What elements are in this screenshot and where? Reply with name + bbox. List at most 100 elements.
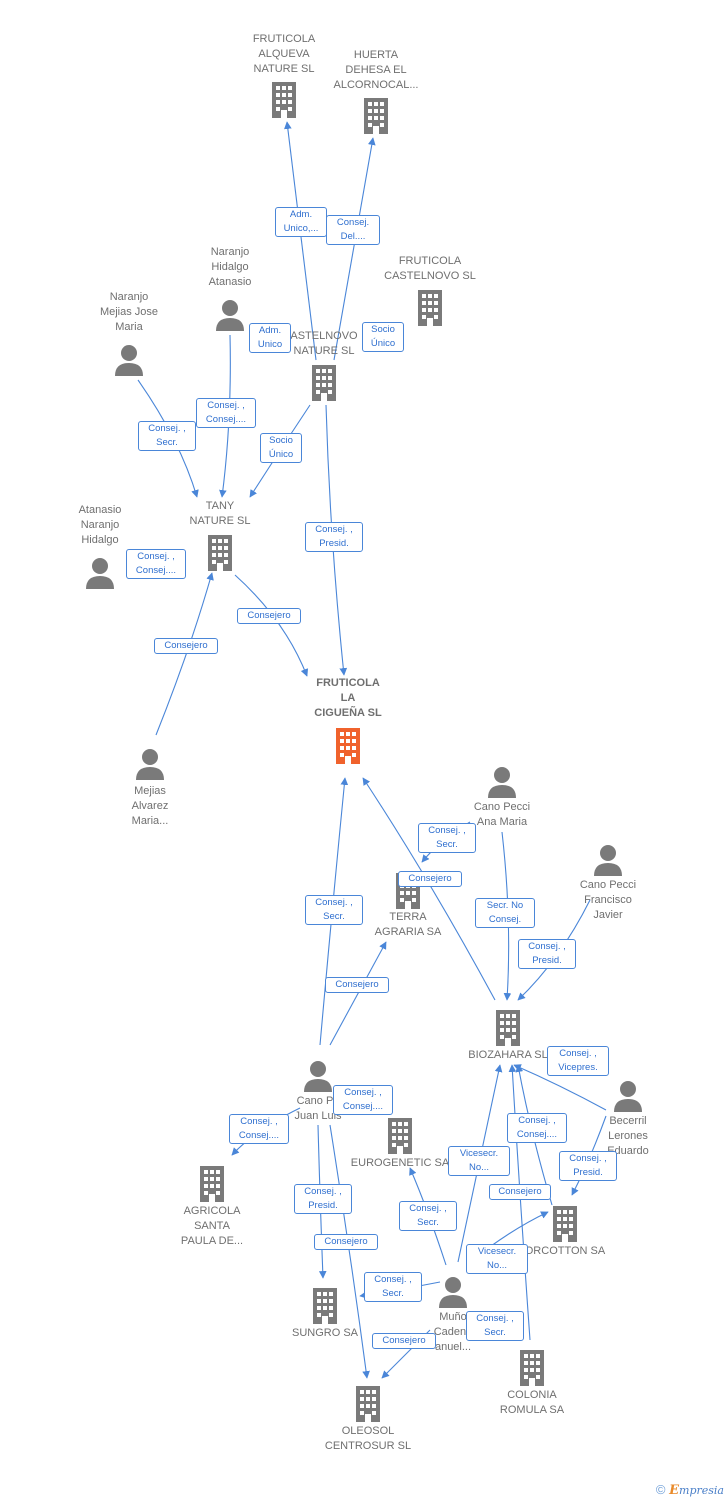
building-icon (553, 1206, 577, 1242)
edge-label-consej-secr-ana[interactable]: Consej. , Secr. (418, 823, 476, 853)
building-icon (364, 98, 388, 134)
node-colonia-romula[interactable]: COLONIA ROMULA SA (487, 1350, 577, 1420)
edge-tany-ciguena (234, 574, 309, 677)
node-corcotton[interactable]: ORCOTTON SA (515, 1206, 615, 1262)
node-castelnovo-nature[interactable]: ASTELNOVO NATURE SL (279, 329, 369, 401)
edge-label-consejero-corcotton[interactable]: Consejero (489, 1184, 551, 1200)
node-tany-nature[interactable]: TANY NATURE SL (175, 499, 265, 571)
building-icon (313, 1288, 337, 1324)
building-icon (200, 1166, 224, 1202)
node-cano-pecci-ana[interactable]: Cano Pecci Ana Maria (457, 766, 547, 832)
building-icon (356, 1386, 380, 1422)
person-icon (488, 767, 516, 798)
edge-label-vicesecr-no-2[interactable]: Vicesecr. No... (466, 1244, 528, 1274)
node-huerta-dehesa[interactable]: HUERTA DEHESA EL ALCORNOCAL... (321, 48, 431, 138)
edge-label-vicesecr-no[interactable]: Vicesecr. No... (448, 1146, 510, 1176)
edge-label-consej-presid-juan-sungro[interactable]: Consej. , Presid. (294, 1184, 352, 1214)
node-label: ASTELNOVO NATURE SL (290, 330, 358, 357)
node-label: Cano Pecci Francisco Javier (579, 879, 637, 921)
node-biozahara[interactable]: BIOZAHARA SL (458, 1010, 558, 1066)
node-label: BIOZAHARA SL (468, 1049, 548, 1061)
edge-label-consej-consej-juan-agricola[interactable]: Consej. , Consej.... (229, 1114, 289, 1144)
edge-label-consejero-juan-terra[interactable]: Consejero (325, 977, 389, 993)
edge-label-consej-presid[interactable]: Consej. , Presid. (305, 522, 363, 552)
edge-label-socio-unico-2[interactable]: Socio Único (260, 433, 302, 463)
edge-castelnovo-alqueva (284, 121, 317, 361)
person-icon (115, 345, 143, 376)
person-icon (216, 300, 244, 331)
building-icon (520, 1350, 544, 1386)
edge-label-consej-consej-2[interactable]: Consej. , Consej.... (126, 549, 186, 579)
node-naranjo-hidalgo-atanasio[interactable]: Naranjo Hidalgo Atanasio (185, 245, 275, 335)
node-atanasio-naranjo-hidalgo[interactable]: Atanasio Naranjo Hidalgo (60, 503, 140, 589)
node-label: Naranjo Hidalgo Atanasio (208, 246, 252, 288)
building-icon (272, 82, 296, 118)
edge-label-consej-vicepres[interactable]: Consej. , Vicepres. (547, 1046, 609, 1076)
edge-juan-oleosol (329, 1124, 370, 1379)
node-cano-pecci-juan[interactable]: Cano Pe Juan Luis (278, 1060, 358, 1126)
building-icon (336, 728, 360, 764)
node-label: EUROGENETIC SA (350, 1157, 450, 1169)
edge-label-consej-presid-francisco[interactable]: Consej. , Presid. (518, 939, 576, 969)
edge-label-consej-secr[interactable]: Consej. , Secr. (138, 421, 196, 451)
building-icon (312, 365, 336, 401)
node-mejias-alvarez[interactable]: Mejias Alvarez Maria... (110, 748, 190, 834)
node-munoz-cadena[interactable]: Muño Cadena anuel... (423, 1276, 483, 1358)
node-label: TERRA AGRARIA SA (374, 911, 442, 938)
node-cano-pecci-francisco[interactable]: Cano Pecci Francisco Javier (563, 844, 653, 926)
building-icon (208, 535, 232, 571)
node-label: Cano Pecci Ana Maria (473, 801, 531, 828)
node-oleosol-centrosur[interactable]: OLEOSOL CENTROSUR SL (318, 1386, 418, 1456)
node-label: ORCOTTON SA (524, 1245, 606, 1257)
building-icon (496, 1010, 520, 1046)
node-label: Muño Cadena anuel... (433, 1311, 473, 1353)
node-eurogenetic[interactable]: EUROGENETIC SA (345, 1118, 455, 1172)
node-label: FRUTICOLA CASTELNOVO SL (384, 255, 476, 282)
person-icon (439, 1277, 467, 1308)
node-agricola-santa-paula[interactable]: AGRICOLA SANTA PAULA DE... (167, 1166, 257, 1252)
edge-label-adm-unico[interactable]: Adm. Unico,... (275, 207, 327, 237)
node-label: SUNGRO SA (291, 1327, 358, 1339)
edge-juan-terra (329, 941, 387, 1046)
person-icon (136, 749, 164, 780)
node-label: Becerril Lerones Eduardo (607, 1115, 649, 1157)
edge-label-consej-del[interactable]: Consej. Del.... (326, 215, 380, 245)
person-icon (304, 1061, 332, 1092)
copyright-symbol: © (655, 1482, 666, 1497)
node-fruticola-alqueva[interactable]: FRUTICOLA ALQUEVA NATURE SL (229, 32, 339, 122)
logo-initial: E (669, 1483, 680, 1498)
edge-label-consej-consej[interactable]: Consej. , Consej.... (196, 398, 256, 428)
logo-text: mpresia (679, 1484, 724, 1497)
edge-label-consej-secr-colonia[interactable]: Consej. , Secr. (466, 1311, 524, 1341)
edge-label-consejero-munoz-oleosol[interactable]: Consejero (372, 1333, 436, 1349)
edge-label-consejero-terra[interactable]: Consejero (398, 871, 462, 887)
edge-label-consej-presid-becerril[interactable]: Consej. , Presid. (559, 1151, 617, 1181)
edge-label-consej-consej-juan-euro[interactable]: Consej. , Consej.... (333, 1085, 393, 1115)
edge-becerril-biozahara (513, 1064, 607, 1111)
node-fruticola-la-ciguena[interactable]: FRUTICOLA LA CIGUEÑA SL (298, 676, 398, 766)
edge-mejias-alvarez-tany (155, 572, 214, 736)
edge-label-consej-secr-munoz-euro[interactable]: Consej. , Secr. (399, 1201, 457, 1231)
node-label: TANY NATURE SL (189, 500, 251, 527)
node-sungro[interactable]: SUNGRO SA (280, 1288, 370, 1344)
node-label: AGRICOLA SANTA PAULA DE... (180, 1205, 244, 1247)
edge-label-consej-consej-becerril[interactable]: Consej. , Consej.... (507, 1113, 567, 1143)
edge-label-consej-secr-munoz-sungro[interactable]: Consej. , Secr. (364, 1272, 422, 1302)
node-label: HUERTA DEHESA EL ALCORNOCAL... (333, 49, 419, 91)
edge-label-consej-secr-juan[interactable]: Consej. , Secr. (305, 895, 363, 925)
edge-label-socio-unico[interactable]: Socio Único (362, 322, 404, 352)
node-becerril-lerones[interactable]: Becerril Lerones Eduardo (588, 1080, 668, 1162)
node-label: Cano Pe Juan Luis (294, 1095, 342, 1122)
person-icon (594, 845, 622, 876)
edge-label-consejero-mejias[interactable]: Consejero (154, 638, 218, 654)
edge-label-secr-no-consej[interactable]: Secr. No Consej. (475, 898, 535, 928)
node-label: Naranjo Mejias Jose Maria (99, 291, 159, 333)
edge-label-consejero-juan-oleosol[interactable]: Consejero (314, 1234, 378, 1250)
node-naranjo-mejias-jose[interactable]: Naranjo Mejias Jose Maria (84, 290, 174, 378)
empresia-logo[interactable]: © Empresia (656, 1482, 724, 1498)
person-icon (86, 558, 114, 589)
node-label: Atanasio Naranjo Hidalgo (78, 504, 122, 546)
edge-label-consejero-tany[interactable]: Consejero (237, 608, 301, 624)
node-fruticola-castelnovo-sl[interactable]: FRUTICOLA CASTELNOVO SL (375, 254, 485, 326)
edge-label-adm-unico-2[interactable]: Adm. Unico (249, 323, 291, 353)
